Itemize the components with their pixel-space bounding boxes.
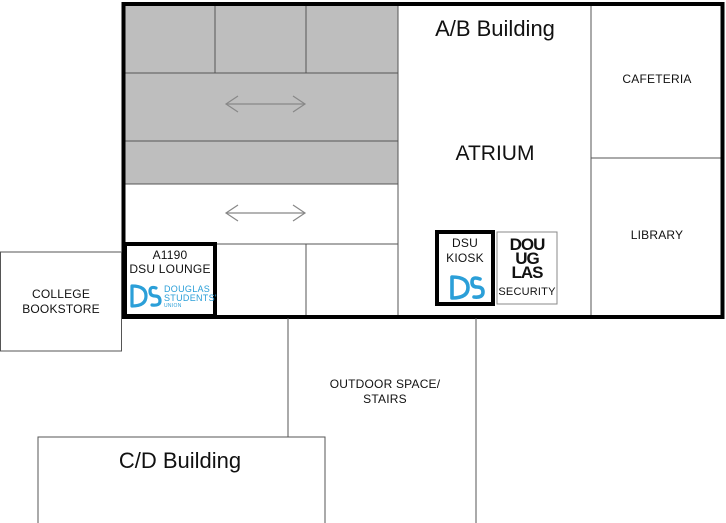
bookstore-label-line2: BOOKSTORE (22, 302, 100, 316)
atrium-label: ATRIUM (455, 142, 535, 165)
security-label: SECURITY (498, 286, 556, 298)
dsu-logo-line2: STUDENTS' (164, 293, 217, 303)
shaded-area (124, 5, 398, 184)
interior-walls (124, 5, 722, 316)
douglas-logo-line1: DOU (509, 235, 546, 254)
bookstore-outline (0, 251, 122, 352)
kiosk-label-line1: DSU (452, 236, 478, 250)
douglas-logo-line2: UG (515, 249, 540, 268)
ab-building-label: A/B Building (435, 16, 555, 41)
outdoor-lines (287, 318, 477, 523)
lounge-name-label: DSU LOUNGE (129, 262, 211, 276)
ab-building-outline (121, 2, 725, 319)
library-label: LIBRARY (630, 228, 684, 242)
outdoor-label-line2: STAIRS (363, 392, 407, 406)
dsu-logo-line1: DOUGLAS (164, 284, 211, 294)
douglas-logo-line3: LAS (511, 263, 544, 282)
dsu-logo-icon (450, 275, 485, 300)
bookstore-label-line1: COLLEGE (31, 287, 91, 301)
dsu-logo-icon (130, 284, 162, 308)
cd-building-outline (37, 436, 326, 523)
cd-building-label: C/D Building (118, 448, 242, 473)
double-arrow-icon (224, 204, 307, 222)
dsu-logo-line3: UNION (164, 303, 182, 309)
double-arrow-icon (224, 95, 307, 113)
kiosk-label-line2: KIOSK (446, 251, 484, 265)
cafeteria-label: CAFETERIA (622, 72, 692, 86)
outdoor-label-line1: OUTDOOR SPACE/ (329, 377, 441, 391)
security-outline (496, 231, 558, 305)
lounge-number-label: A1190 (152, 248, 188, 262)
